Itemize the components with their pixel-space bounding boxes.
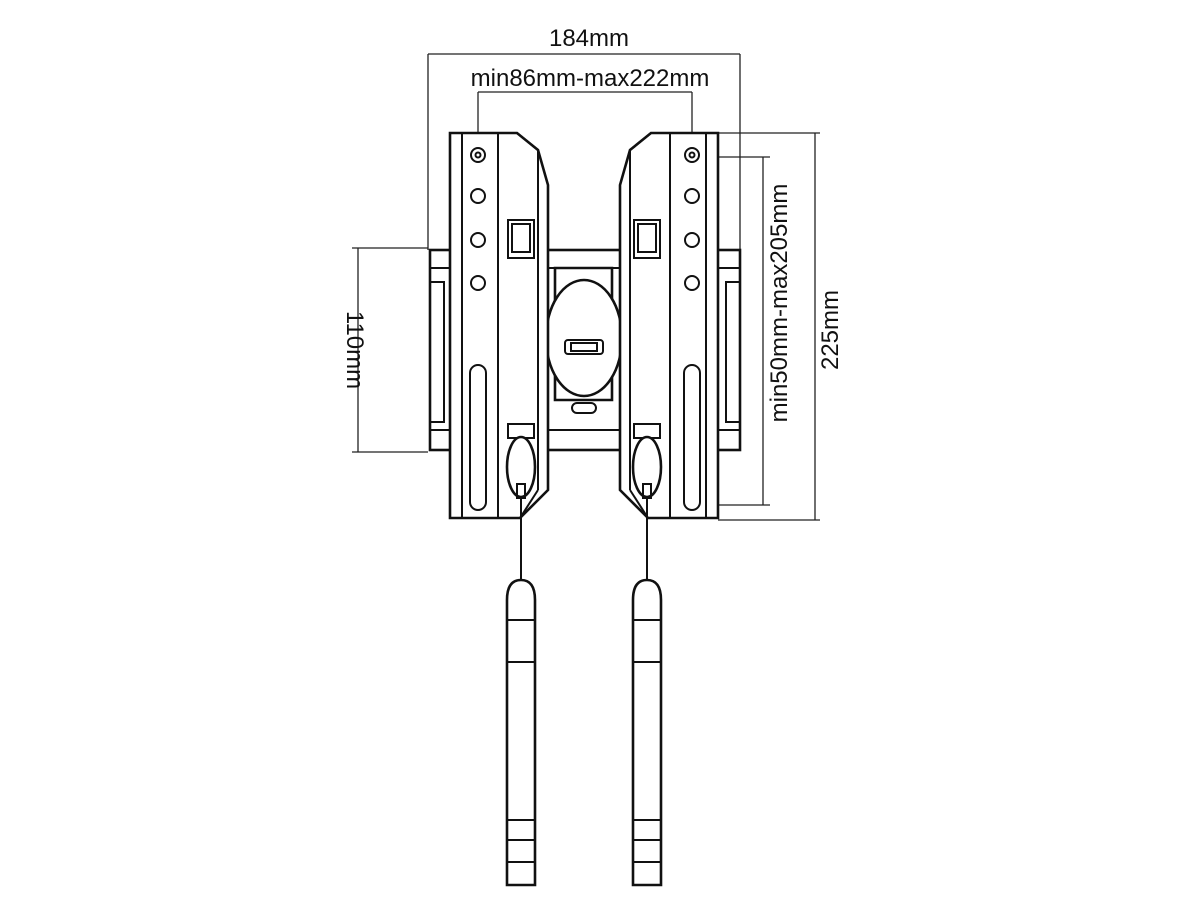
hole-spacing-horizontal-label: min86mm-max222mm: [471, 65, 710, 92]
wall-plate-height-label: 110mm: [341, 311, 368, 389]
right-pull-handle: [631, 498, 663, 887]
right-bracket: [618, 131, 720, 520]
hole-spacing-vertical-label: min50mm-max205mm: [766, 184, 793, 423]
left-pull-handle: [505, 498, 537, 887]
left-bracket: [448, 131, 550, 520]
center-pivot: [544, 266, 624, 414]
overall-height-label: 225mm: [817, 290, 844, 370]
overall-width-label: 184mm: [549, 25, 629, 52]
